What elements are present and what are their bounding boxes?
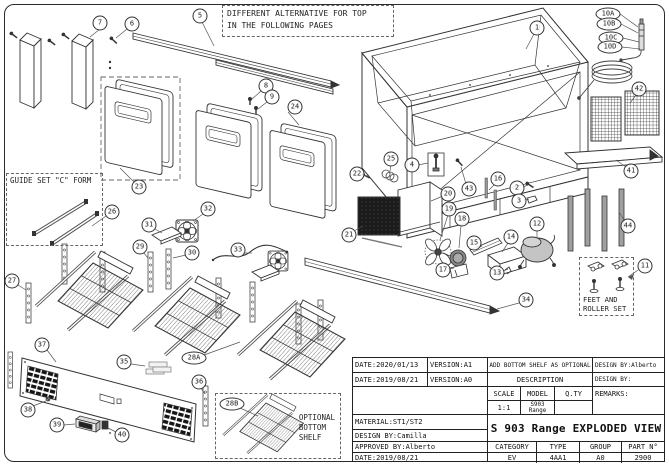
rev2-version: VERSION:A0 xyxy=(430,375,473,384)
rev1-description: ADD BOTTOM SHELF AS OPTIONAL xyxy=(488,358,593,372)
callout-11: 11 xyxy=(637,258,653,274)
callout-43: 43 xyxy=(461,181,477,197)
callout-33: 33 xyxy=(230,242,246,258)
feet-box-line-1: FEET AND xyxy=(583,295,618,304)
note-line-2: IN THE FOLLOWING PAGES xyxy=(227,21,333,30)
callout-38: 38 xyxy=(20,402,36,418)
guide-set-box: GUIDE SET "C" FORM xyxy=(6,173,103,246)
callout-23: 23 xyxy=(131,179,147,195)
callout-29: 29 xyxy=(132,239,148,255)
description-header: DESCRIPTION xyxy=(488,373,593,386)
revision-spare-cell xyxy=(353,387,487,415)
optional-line-1: OPTIONAL xyxy=(298,413,335,422)
feet-roller-box: FEET AND ROLLER SET xyxy=(579,257,634,316)
callout-21: 21 xyxy=(341,227,357,243)
type-value: 4AA1 xyxy=(537,453,580,463)
drawing-title: S 903 Range EXPLODED VIEW xyxy=(490,421,662,435)
callout-36: 36 xyxy=(191,374,207,390)
callout-27: 27 xyxy=(4,273,20,289)
callout-41: 41 xyxy=(623,163,639,179)
rev1-design-by: DESIGN BY:Alberto xyxy=(595,361,657,369)
callout-28A: 28A xyxy=(181,351,207,365)
rev1-date: DATE:2020/01/13 xyxy=(353,358,428,372)
callout-13: 13 xyxy=(489,265,505,281)
rev1-version: VERSION:A1 xyxy=(430,361,473,369)
callout-10B: 10B xyxy=(596,17,622,31)
optional-shelf-box: OPTIONAL BOTTOM SHELF xyxy=(215,393,341,459)
optional-line-3: SHELF xyxy=(298,433,322,442)
remarks-label: REMARKS: xyxy=(595,390,629,398)
material: MATERIAL:ST1/ST2 xyxy=(355,418,423,426)
callout-30: 30 xyxy=(184,245,200,261)
callout-18: 18 xyxy=(454,211,470,227)
group-value: A0 xyxy=(580,453,622,463)
part-label: PART N° xyxy=(628,443,658,451)
part-value: 2900 xyxy=(634,454,652,462)
scale-value: 1:1 xyxy=(497,403,511,412)
callout-35: 35 xyxy=(116,354,132,370)
callout-6: 6 xyxy=(124,16,140,32)
callout-1: 1 xyxy=(529,20,545,36)
callout-16: 16 xyxy=(490,171,506,187)
callout-34: 34 xyxy=(518,292,534,308)
rev2-design-by: DESIGN BY: xyxy=(595,376,632,383)
drawing-date: DATE:2019/08/21 xyxy=(355,454,419,462)
callout-25: 25 xyxy=(383,151,399,167)
callout-19: 19 xyxy=(441,201,457,217)
scale-label: SCALE xyxy=(488,387,520,401)
note-box: DIFFERENT ALTERNATIVE FOR TOP IN THE FOL… xyxy=(222,5,394,37)
rev2-date: DATE:2019/08/21 xyxy=(353,373,428,386)
category-label: CATEGORY xyxy=(488,442,537,452)
callout-12: 12 xyxy=(529,216,545,232)
optional-line-2: BOTTOM xyxy=(298,423,326,432)
model-label: MODEL xyxy=(521,387,554,401)
guide-set-label: GUIDE SET "C" FORM xyxy=(10,176,92,185)
callout-40: 40 xyxy=(114,427,130,443)
callout-22: 22 xyxy=(349,166,365,182)
designer: DESIGN BY:Camilla xyxy=(355,431,427,440)
callout-7: 7 xyxy=(92,15,108,31)
callout-15: 15 xyxy=(466,235,482,251)
group-label: GROUP xyxy=(580,442,622,452)
callout-28B: 28B xyxy=(219,397,245,411)
callout-37: 37 xyxy=(34,337,50,353)
title-block: DATE:2020/01/13 VERSION:A1 DATE:2019/08/… xyxy=(352,357,665,463)
model-value: S903 Range xyxy=(528,401,547,414)
callout-39: 39 xyxy=(49,417,65,433)
callout-31: 31 xyxy=(141,217,157,233)
callout-44: 44 xyxy=(620,218,636,234)
type-label: TYPE xyxy=(537,442,580,452)
callout-17: 17 xyxy=(435,262,451,278)
feet-box-line-2: ROLLER SET xyxy=(583,304,627,313)
callout-42: 42 xyxy=(631,81,647,97)
qty-label: Q.TY xyxy=(555,387,592,401)
callout-20: 20 xyxy=(440,186,456,202)
note-line-1: DIFFERENT ALTERNATIVE FOR TOP xyxy=(227,9,367,18)
callout-26: 26 xyxy=(104,204,120,220)
category-value: EV xyxy=(488,453,537,463)
callout-24: 24 xyxy=(287,99,303,115)
callout-32: 32 xyxy=(200,201,216,217)
callout-14: 14 xyxy=(503,229,519,245)
callout-9: 9 xyxy=(264,89,280,105)
qty-value xyxy=(555,401,592,414)
callout-5: 5 xyxy=(192,8,208,24)
callout-10D: 10D xyxy=(597,40,623,54)
approved-by: APPROVED BY:Alberto xyxy=(355,443,436,451)
callout-3: 3 xyxy=(511,193,527,209)
callout-4: 4 xyxy=(404,157,420,173)
